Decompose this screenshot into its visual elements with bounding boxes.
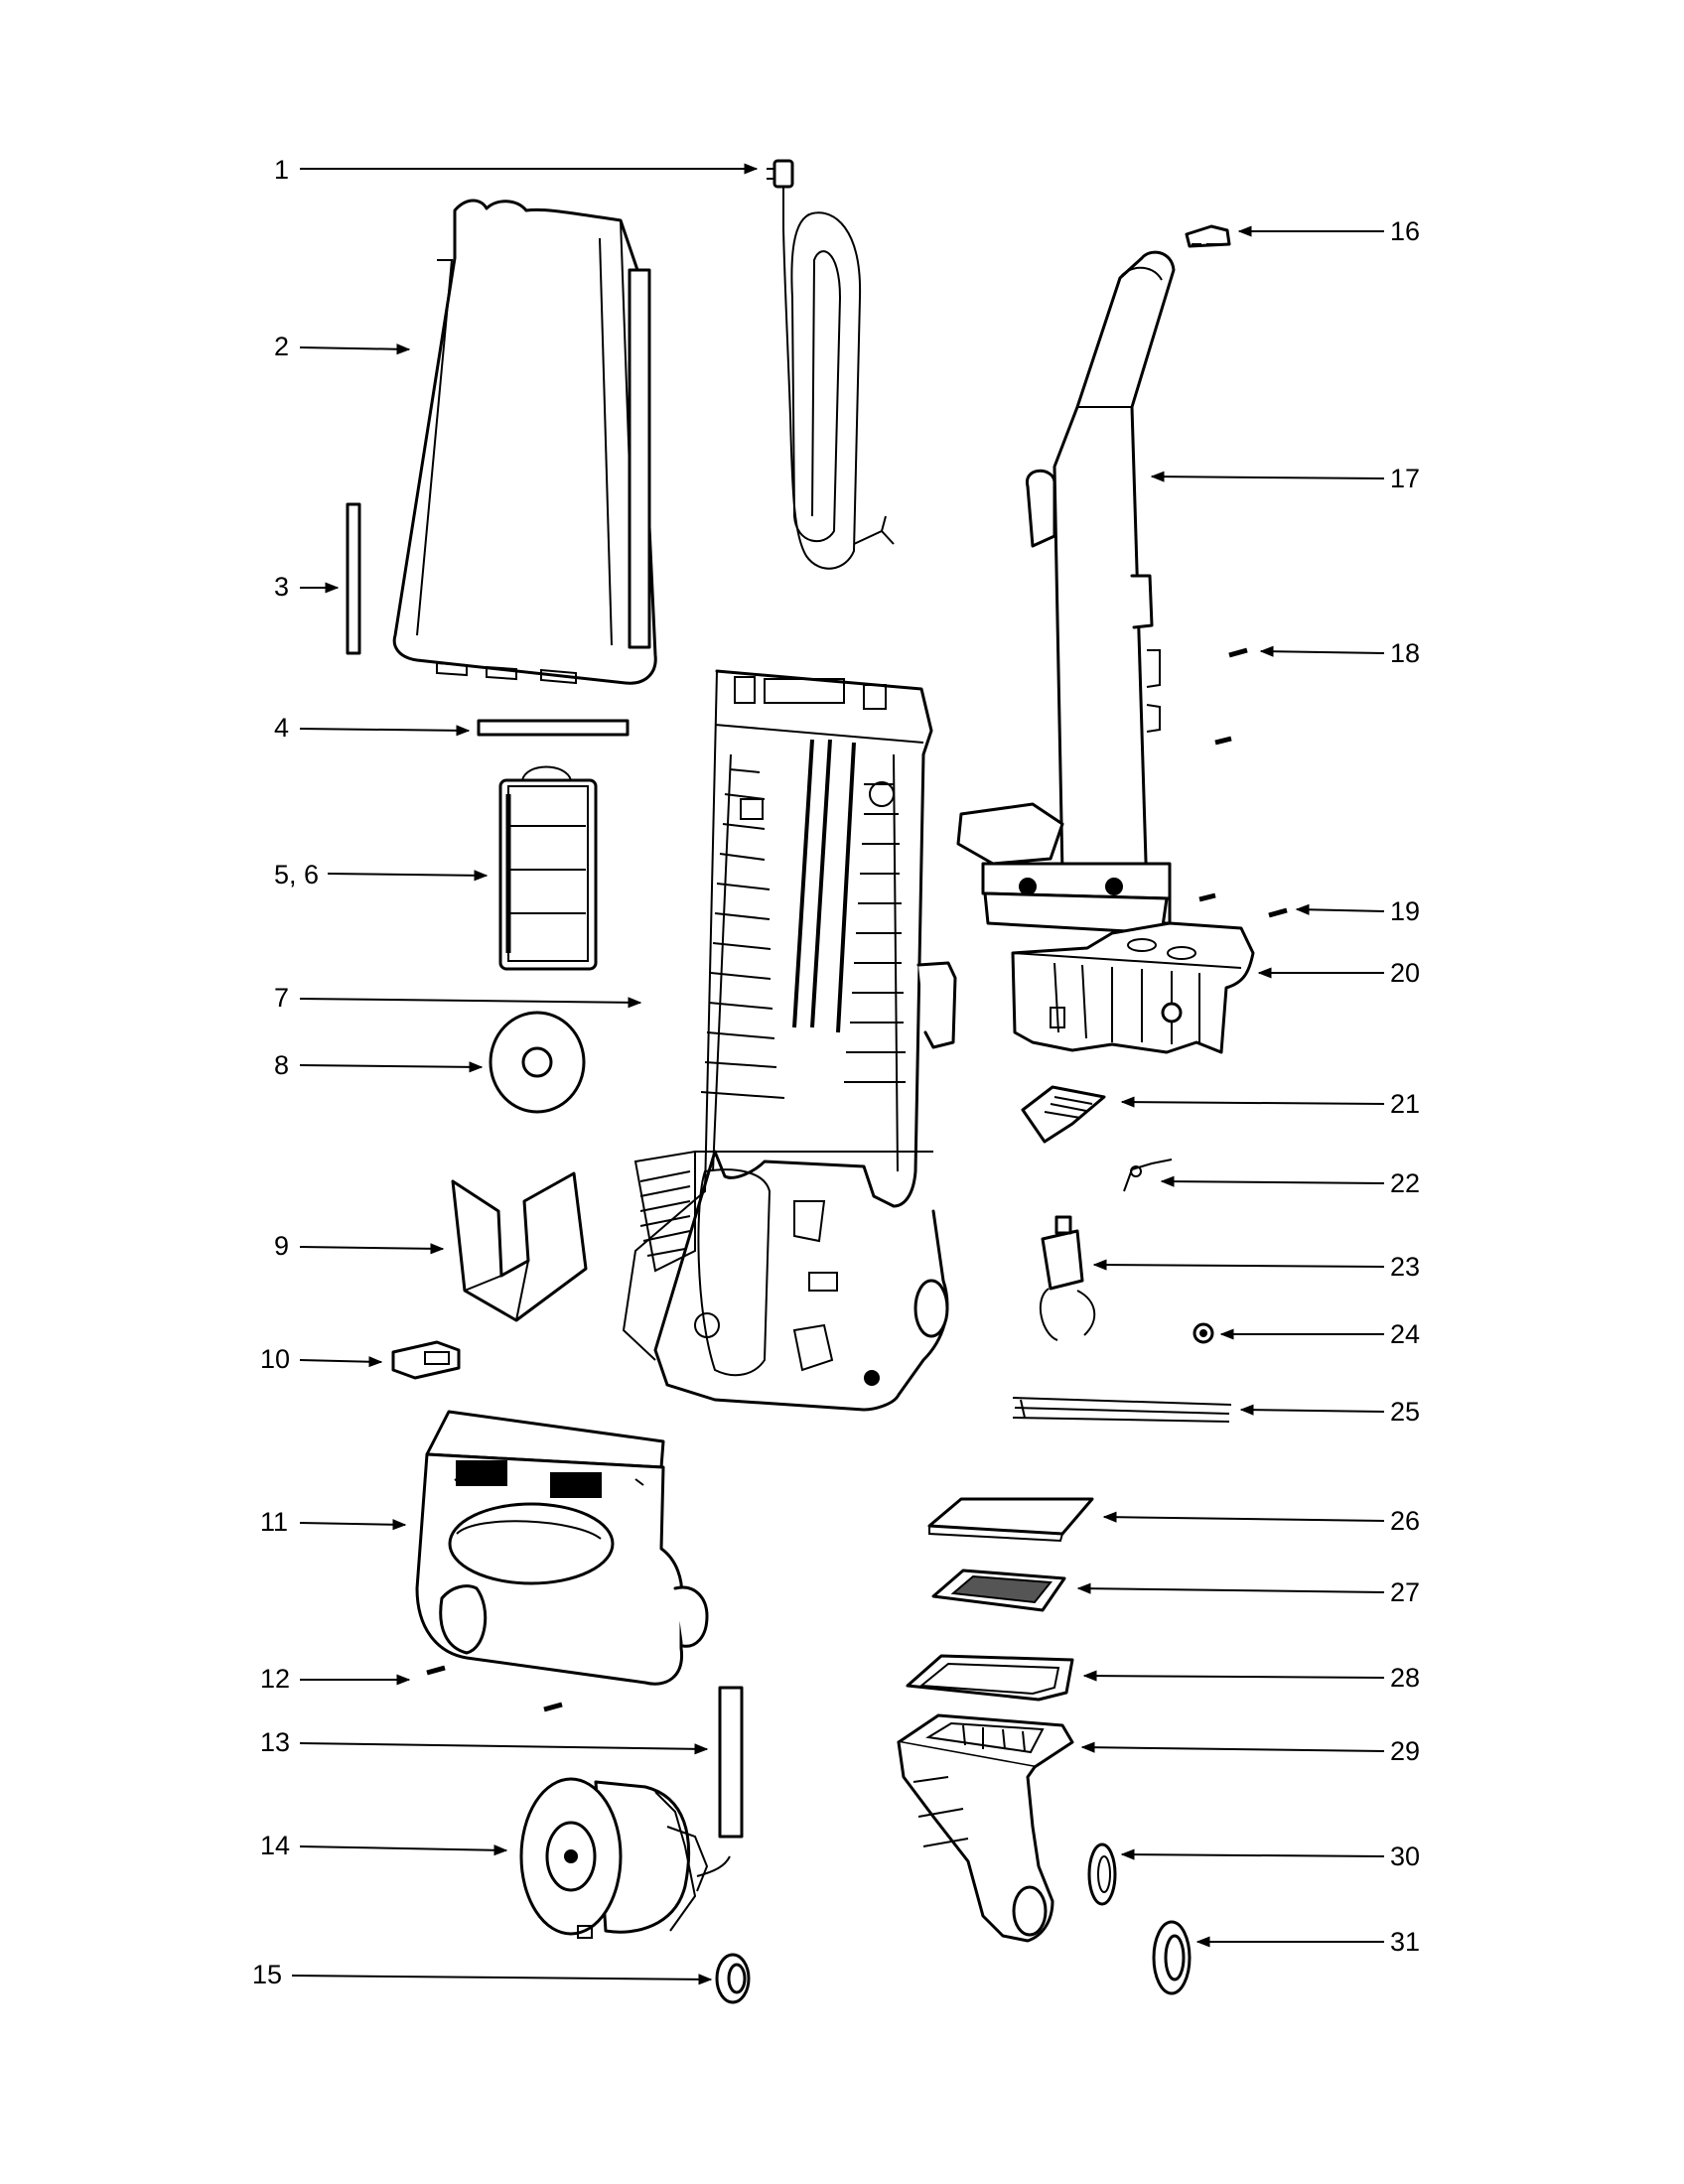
part-25-rods <box>1012 1397 1232 1423</box>
part-30-ring <box>1087 1843 1117 1906</box>
part-3-seal-strip <box>346 502 361 655</box>
callout-label-29: 29 <box>1390 1736 1420 1766</box>
callout-21: 21 <box>1120 1089 1420 1119</box>
part-10-clip <box>391 1340 461 1380</box>
part-13-strip <box>718 1686 744 1839</box>
part-23-switch <box>1039 1215 1096 1341</box>
callout-label-20: 20 <box>1390 958 1420 988</box>
callout-12: 12 <box>260 1664 411 1694</box>
callout-label-5-6: 5, 6 <box>274 860 319 889</box>
callout-16: 16 <box>1237 216 1420 246</box>
callout-19: 19 <box>1295 896 1420 926</box>
part-28-frame <box>906 1654 1074 1702</box>
part-27-mesh-screen <box>931 1569 1066 1612</box>
callout-26: 26 <box>1102 1506 1420 1536</box>
callout-label-28: 28 <box>1390 1663 1420 1693</box>
part-1-power-cord <box>767 159 895 570</box>
callout-label-26: 26 <box>1390 1506 1420 1536</box>
callout-label-15: 15 <box>252 1960 282 1989</box>
part-2-bag-cover <box>392 199 657 685</box>
part-5-6-filter <box>498 765 598 971</box>
part-29-nozzle-housing <box>897 1713 1074 1943</box>
callout-5-6: 5, 6 <box>274 860 489 889</box>
callout-15: 15 <box>252 1960 713 1989</box>
callout-13: 13 <box>260 1727 709 1757</box>
callout-31: 31 <box>1195 1927 1420 1957</box>
part-26-filter-pad <box>927 1497 1094 1543</box>
part-19-screws <box>1198 892 1288 918</box>
callout-label-22: 22 <box>1390 1168 1420 1198</box>
part-16-cap <box>1185 224 1231 248</box>
callout-label-17: 17 <box>1390 464 1420 493</box>
callout-label-2: 2 <box>274 332 289 361</box>
callout-3: 3 <box>274 572 340 602</box>
callout-11: 11 <box>260 1507 407 1537</box>
part-21-grill-plate <box>1021 1085 1106 1144</box>
part-7-main-housing <box>622 669 957 1412</box>
callout-27: 27 <box>1076 1577 1420 1607</box>
callout-25: 25 <box>1239 1397 1420 1427</box>
callout-10: 10 <box>260 1344 383 1374</box>
part-31-ring <box>1152 1920 1192 1995</box>
callout-label-19: 19 <box>1390 896 1420 926</box>
callout-label-3: 3 <box>274 572 289 602</box>
callout-17: 17 <box>1150 464 1420 493</box>
part-12-screws <box>426 1665 563 1712</box>
callout-label-1: 1 <box>274 155 289 185</box>
callout-label-10: 10 <box>260 1344 290 1374</box>
part-15-bushing <box>715 1953 751 2004</box>
callout-label-23: 23 <box>1390 1252 1420 1282</box>
callout-20: 20 <box>1257 958 1420 988</box>
callout-4: 4 <box>274 713 471 743</box>
part-11-front-cover <box>415 1410 709 1686</box>
callout-label-25: 25 <box>1390 1397 1420 1427</box>
callout-label-13: 13 <box>260 1727 290 1757</box>
callout-label-4: 4 <box>274 713 289 743</box>
callout-2: 2 <box>274 332 411 361</box>
callout-30: 30 <box>1120 1842 1420 1871</box>
callout-label-24: 24 <box>1390 1319 1420 1349</box>
callout-label-14: 14 <box>260 1831 290 1860</box>
callout-label-8: 8 <box>274 1050 289 1080</box>
callout-14: 14 <box>260 1831 508 1860</box>
part-4-gasket-bar <box>477 719 630 737</box>
part-8-disc-filter <box>489 1011 586 1114</box>
callout-label-7: 7 <box>274 983 289 1013</box>
callout-28: 28 <box>1082 1663 1420 1693</box>
callout-label-16: 16 <box>1390 216 1420 246</box>
part-14-motor <box>519 1777 731 1939</box>
callout-label-12: 12 <box>260 1664 290 1694</box>
callout-22: 22 <box>1160 1168 1420 1198</box>
callout-9: 9 <box>274 1231 445 1261</box>
callout-29: 29 <box>1080 1736 1420 1766</box>
callout-1: 1 <box>274 155 759 185</box>
part-24-washer <box>1193 1322 1214 1344</box>
part-17-handle <box>956 250 1176 935</box>
part-22-wire-clip <box>1123 1159 1173 1192</box>
callout-24: 24 <box>1219 1319 1420 1349</box>
callout-label-11: 11 <box>260 1507 288 1537</box>
callout-label-30: 30 <box>1390 1842 1420 1871</box>
callout-18: 18 <box>1259 638 1420 668</box>
part-18-screws <box>1214 647 1248 746</box>
callout-7: 7 <box>274 983 642 1013</box>
part-20-handle-base <box>1011 921 1255 1054</box>
callout-8: 8 <box>274 1050 484 1080</box>
part-9-bracket <box>451 1171 588 1322</box>
callout-label-27: 27 <box>1390 1577 1420 1607</box>
callout-label-18: 18 <box>1390 638 1420 668</box>
callout-label-9: 9 <box>274 1231 289 1261</box>
callout-label-21: 21 <box>1390 1089 1420 1119</box>
callout-23: 23 <box>1092 1252 1420 1282</box>
callout-label-31: 31 <box>1390 1927 1420 1957</box>
